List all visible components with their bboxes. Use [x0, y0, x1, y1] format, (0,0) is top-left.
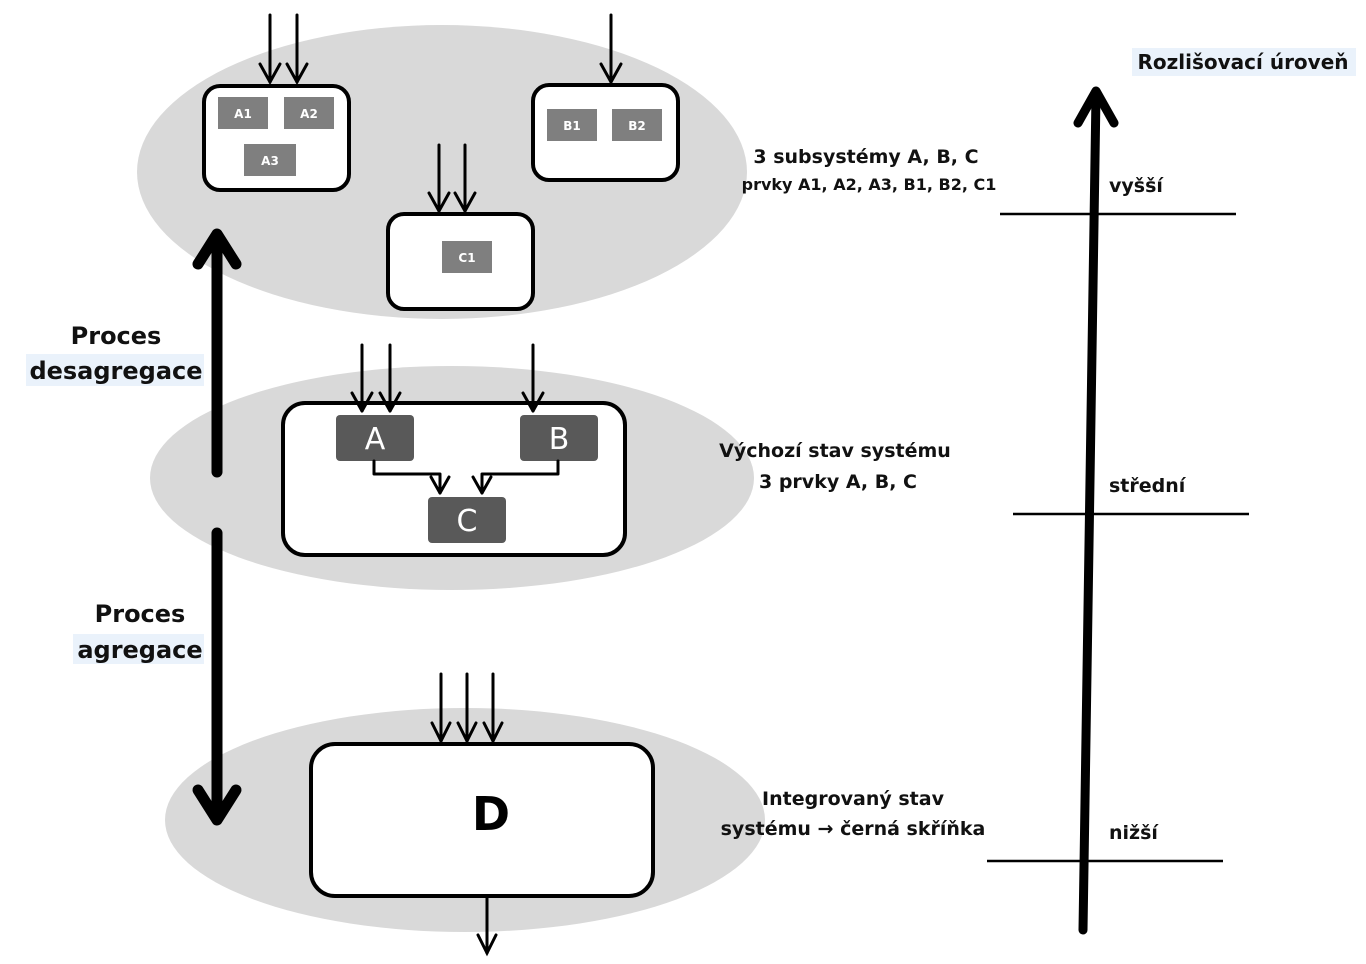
- bottom-caption-line1: Integrovaný stav: [762, 788, 945, 810]
- level-label-middle: střední: [1109, 475, 1187, 497]
- level-label-low: nižší: [1109, 822, 1159, 844]
- element-a1-label: A1: [234, 107, 252, 121]
- bottom-arrows: [430, 672, 504, 957]
- aggregation-label-line2: agregace: [77, 636, 202, 664]
- element-a-label: A: [365, 422, 386, 457]
- top-input-arrows: [258, 13, 623, 215]
- top-caption-line2: prvky A1, A2, A3, B1, B2, C1: [742, 175, 997, 194]
- element-c1-label: C1: [458, 251, 475, 265]
- resolution-axis-title: Rozlišovací úroveň: [1137, 50, 1348, 74]
- black-box-label: D: [472, 787, 510, 841]
- element-a3: [244, 144, 296, 176]
- axis-title-highlight: [1132, 48, 1356, 76]
- subsystem-a: A1 A2 A3: [202, 84, 351, 192]
- subsystem-c: C1: [386, 212, 535, 311]
- element-b1-label: B1: [563, 119, 581, 133]
- initial-system-box: A B C: [281, 401, 627, 557]
- element-b2: [612, 109, 662, 141]
- element-a1: [218, 97, 268, 129]
- element-c: [428, 497, 506, 543]
- element-c-label: C: [457, 504, 478, 539]
- element-a3-label: A3: [261, 154, 279, 168]
- element-b2-label: B2: [628, 119, 646, 133]
- element-b1: [547, 109, 597, 141]
- level-label-high: vyšší: [1109, 175, 1164, 197]
- black-box-d: D: [309, 742, 655, 898]
- element-c1: [442, 241, 492, 273]
- element-a: [336, 415, 414, 461]
- middle-caption-line1: Výchozí stav systému: [719, 440, 951, 462]
- middle-caption-line2: 3 prvky A, B, C: [759, 471, 917, 493]
- element-a2: [284, 97, 334, 129]
- disaggregation-arrow: [192, 228, 242, 478]
- aggregation-label-line1: Proces: [95, 600, 186, 628]
- disaggregation-label-highlight: [26, 354, 204, 386]
- middle-arrows: [350, 343, 560, 495]
- bottom-caption-line2: systému → černá skříňka: [721, 818, 986, 840]
- disaggregation-label-line2: desagregace: [29, 357, 202, 385]
- aggregation-label-highlight: [73, 634, 204, 664]
- element-a2-label: A2: [300, 107, 318, 121]
- resolution-axis-arrow: [1073, 86, 1119, 935]
- element-b: [520, 415, 598, 461]
- subsystem-b: B1 B2: [531, 83, 680, 182]
- disaggregation-label-line1: Proces: [71, 322, 162, 350]
- top-caption-line1: 3 subsystémy A, B, C: [753, 146, 978, 168]
- element-b-label: B: [549, 422, 570, 457]
- aggregation-arrow: [192, 527, 242, 826]
